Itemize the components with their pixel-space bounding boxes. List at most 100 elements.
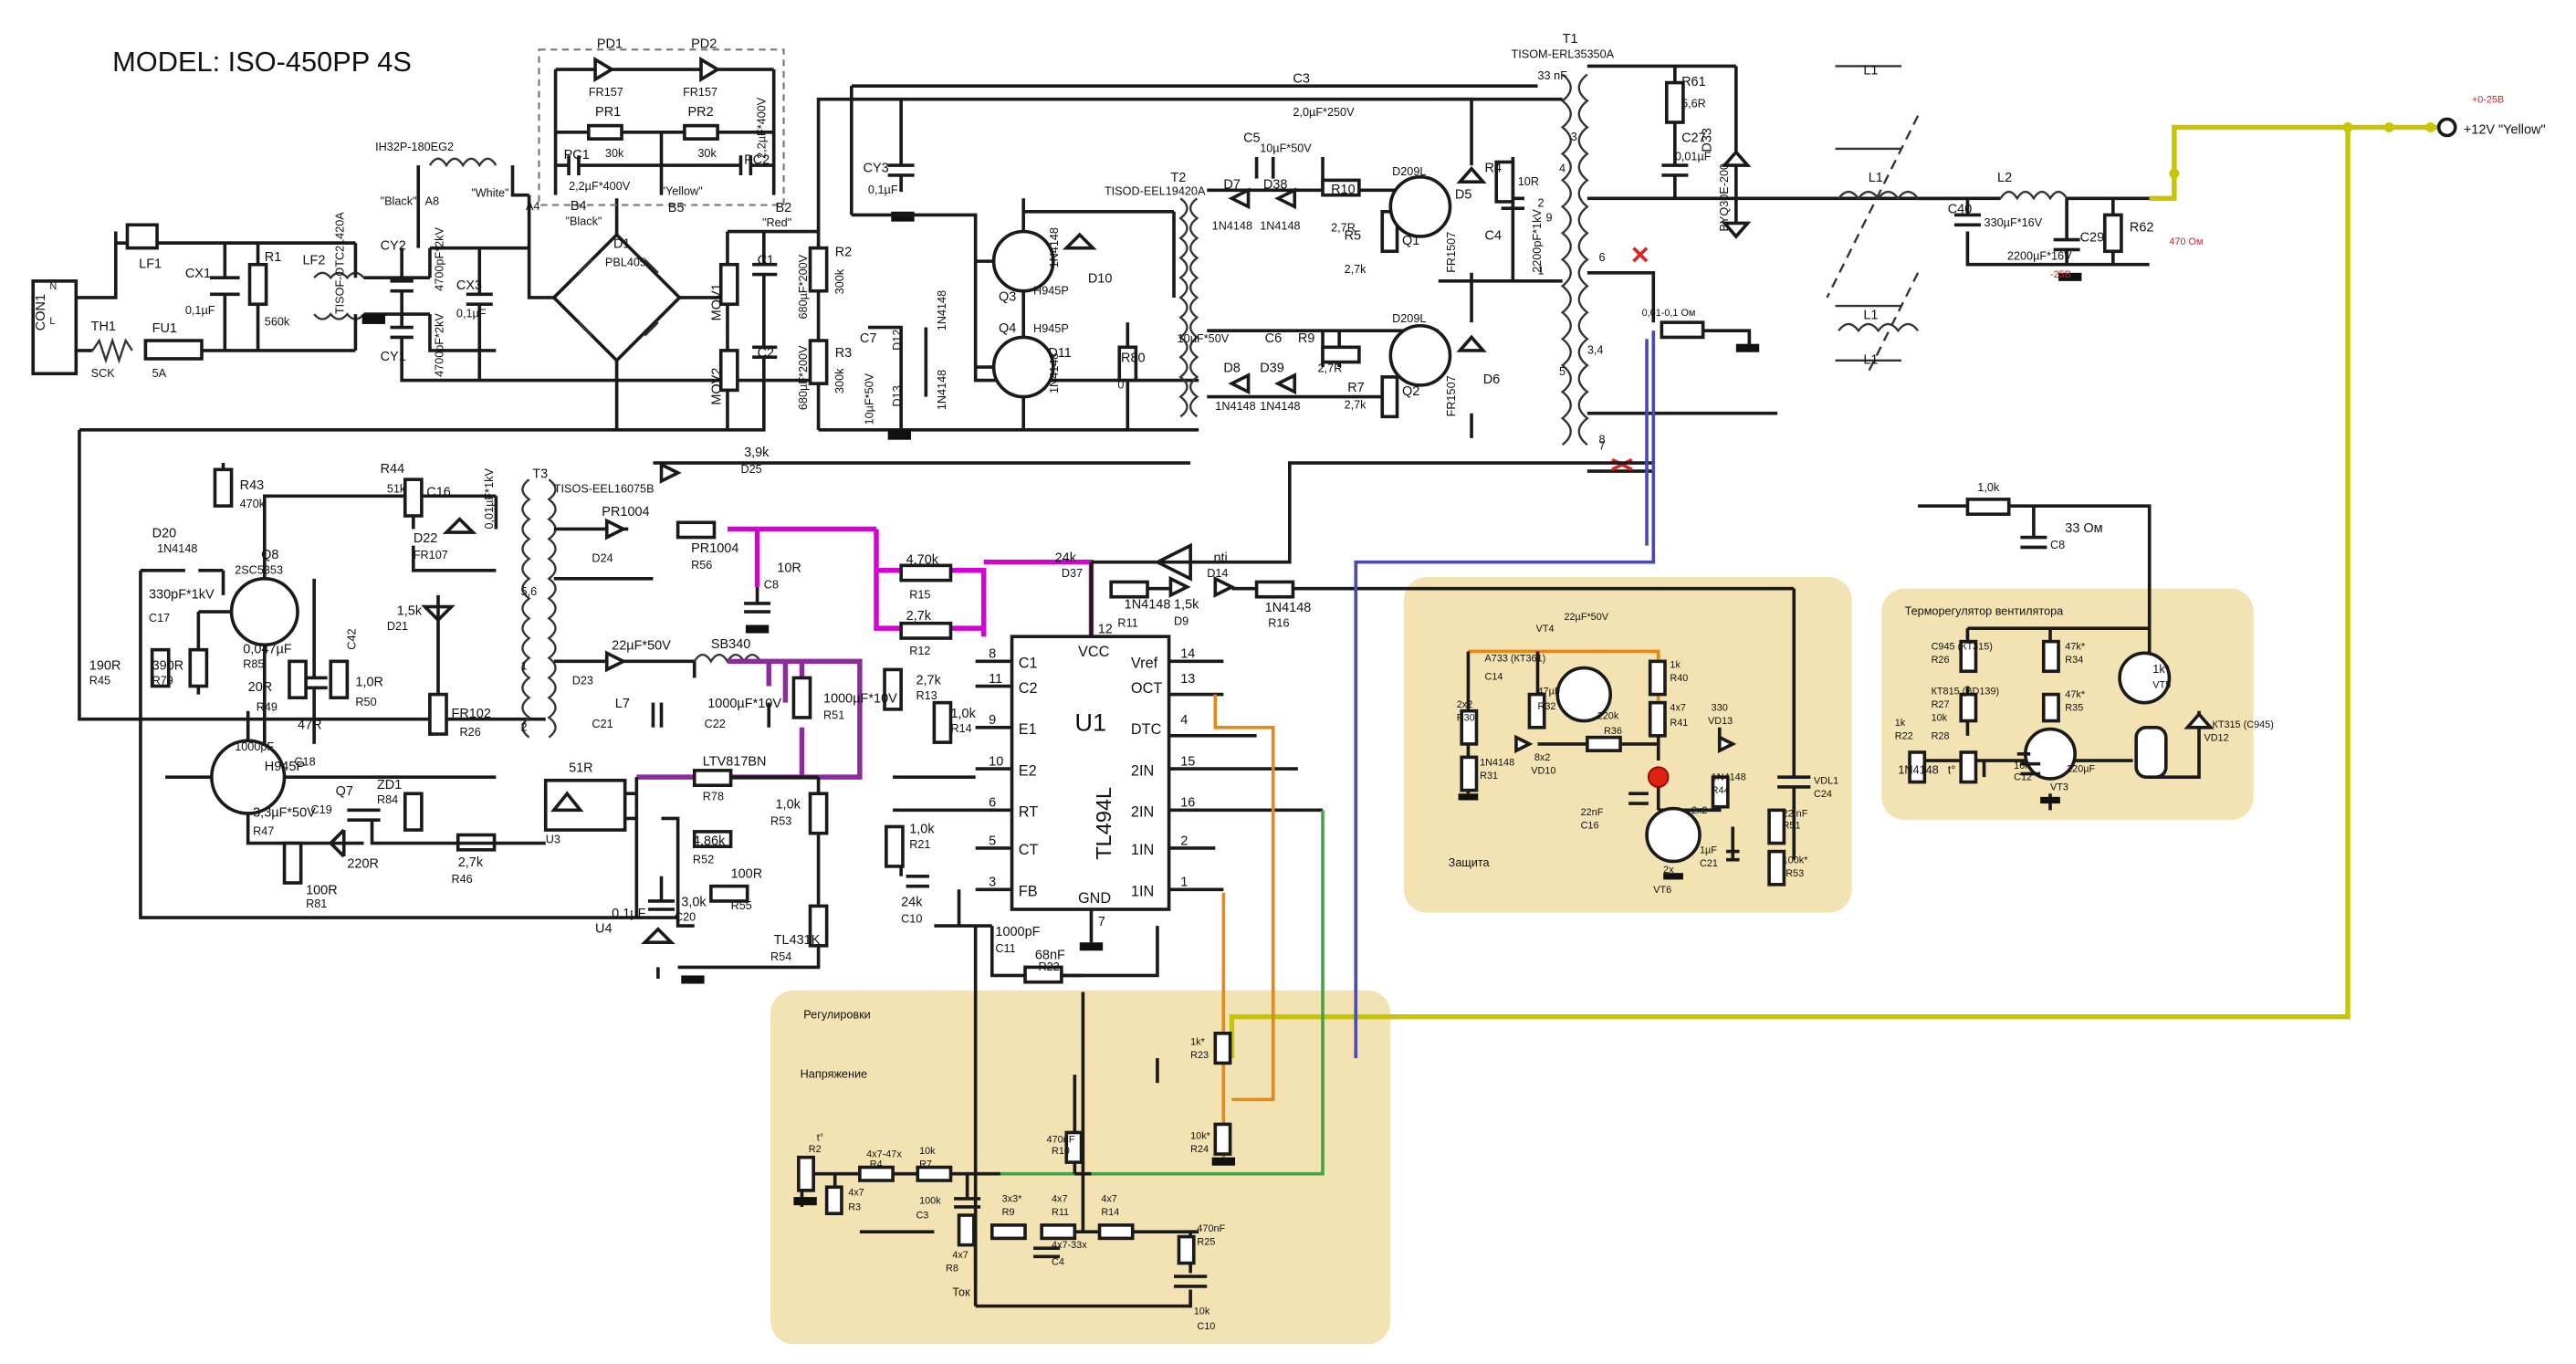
ic-pin-number: 10 (989, 754, 1003, 769)
ic-pin-name: CT (1019, 842, 1039, 858)
component-label: R44 (381, 462, 405, 477)
component-label: 1N4148 (1480, 757, 1514, 768)
ic-pin-labels: C18C211E19E210RT6CT5FB3Vref14OCT13DTC42I… (989, 623, 1195, 930)
component-label: 680µF*200V (797, 254, 810, 319)
component-label: 2,7R (1318, 362, 1343, 374)
component-label: 2200pF*1kV (1531, 209, 1544, 273)
component-label: 47µF (1538, 687, 1561, 698)
component-label: D8 (1223, 361, 1241, 375)
component-label: 0,1µF (456, 308, 487, 320)
component-label: PC2 (744, 152, 770, 167)
component-label: R26 (1932, 655, 1950, 666)
component-label: D37 (1062, 567, 1083, 580)
component-label: 4x7-33x (1052, 1240, 1087, 1251)
component-label: C12 (2014, 772, 2032, 783)
component-label: R34 (2065, 655, 2083, 666)
component-label: R27 (1932, 699, 1950, 710)
ic-pin-name: 2IN (1131, 804, 1154, 821)
component-label: 1,0k (950, 707, 976, 721)
component-label: R81 (306, 897, 327, 910)
component-label: 330pF*1kV (149, 588, 215, 603)
component-label: L1 (1869, 171, 1883, 185)
component-label: 1N4148 (1215, 400, 1255, 413)
component-label: T1 (1563, 32, 1578, 47)
component-label: R13 (916, 689, 937, 702)
component-label: 2x (1663, 865, 1674, 876)
voltage-label: Напряжение (801, 1068, 867, 1081)
component-label: R41 (1670, 718, 1688, 729)
component-label: D39 (1260, 361, 1284, 375)
ic-pin-number: 5 (989, 834, 996, 848)
fan-panel-title: Терморегулятор вентилятора (1905, 605, 2065, 618)
component-label: A8 (425, 195, 439, 208)
component-label: 300k (833, 268, 846, 294)
ic-pin-number: 2 (1180, 834, 1188, 848)
component-label: VD13 (1708, 716, 1733, 727)
component-label: VT5 (2152, 679, 2171, 690)
component-label: R35 (2065, 703, 2083, 714)
component-label: 10k (1194, 1306, 1210, 1317)
component-label: CY3 (863, 161, 888, 175)
component-label: PR1 (595, 105, 621, 120)
component-label: 5A (152, 367, 167, 380)
component-label: R51 (823, 709, 844, 722)
component-label: FR1507 (1445, 375, 1458, 416)
component-label: R7 (919, 1159, 932, 1170)
component-label: 1000µF*10V (707, 697, 781, 711)
component-label: R53 (770, 815, 791, 828)
ic-pin-name: 1IN (1131, 884, 1154, 900)
component-label: 2,7k (458, 855, 484, 870)
component-label: 330 (1712, 703, 1728, 714)
bulk-capacitors (718, 97, 1538, 432)
component-label: 2,2µF*400V (569, 180, 631, 193)
component-label: 5 (1559, 365, 1565, 378)
component-label: R61 (1681, 75, 1706, 89)
mains-input (31, 157, 819, 383)
component-label: C18 (294, 755, 315, 768)
component-label: 680µF*200V (797, 345, 810, 410)
component-label: C14 (1485, 671, 1503, 682)
component-label: PD1 (597, 37, 623, 52)
ic-part: TL494L (1092, 787, 1115, 860)
component-label: CX3 (456, 278, 482, 293)
component-label: R7 (1347, 381, 1365, 395)
current-label: Ток (952, 1286, 970, 1299)
component-label: VT4 (1536, 624, 1555, 635)
component-label: 0,1µF (612, 907, 645, 921)
component-label: B5 (668, 201, 685, 215)
component-label: 47k* (2065, 642, 2086, 653)
component-label: C3 (916, 1211, 928, 1222)
component-label: PBL405 (605, 257, 646, 269)
component-label: R4 (870, 1159, 883, 1170)
component-label: CY2 (381, 238, 406, 253)
component-label: 2,7k (1345, 398, 1367, 411)
component-label: 4,70k (906, 553, 939, 568)
component-label: 10k* (1190, 1131, 1211, 1142)
component-label: C29 (2080, 230, 2105, 245)
ic-pin-number: 15 (1180, 754, 1195, 769)
component-label: R50 (355, 696, 376, 708)
model-title: MODEL: ISO-450PP 4S (112, 46, 412, 78)
component-label: C19 (311, 803, 332, 816)
component-label: 10R (777, 561, 801, 576)
doubler-network (538, 48, 785, 206)
component-label: C42 (345, 628, 358, 649)
component-label: SCK (91, 367, 116, 380)
half-bridge (850, 84, 1538, 440)
ic-output-network (834, 331, 2152, 1176)
component-label: D20 (152, 527, 177, 541)
component-label: PR1004 (691, 541, 738, 556)
component-label: R49 (257, 701, 277, 714)
component-label: R85 (243, 658, 264, 671)
r62-value: 470 Ом (2169, 236, 2203, 247)
component-label: VT3 (2050, 782, 2068, 793)
component-label: D7 (1223, 177, 1241, 192)
component-label: C6 (1265, 331, 1283, 346)
ic-pin-number: 9 (989, 713, 996, 728)
component-label: 1N4148 (936, 370, 948, 410)
component-label: L7 (615, 697, 630, 711)
component-label: R16 (1268, 616, 1289, 629)
component-label: PR1004 (602, 505, 649, 519)
component-label: C8 (764, 579, 779, 592)
